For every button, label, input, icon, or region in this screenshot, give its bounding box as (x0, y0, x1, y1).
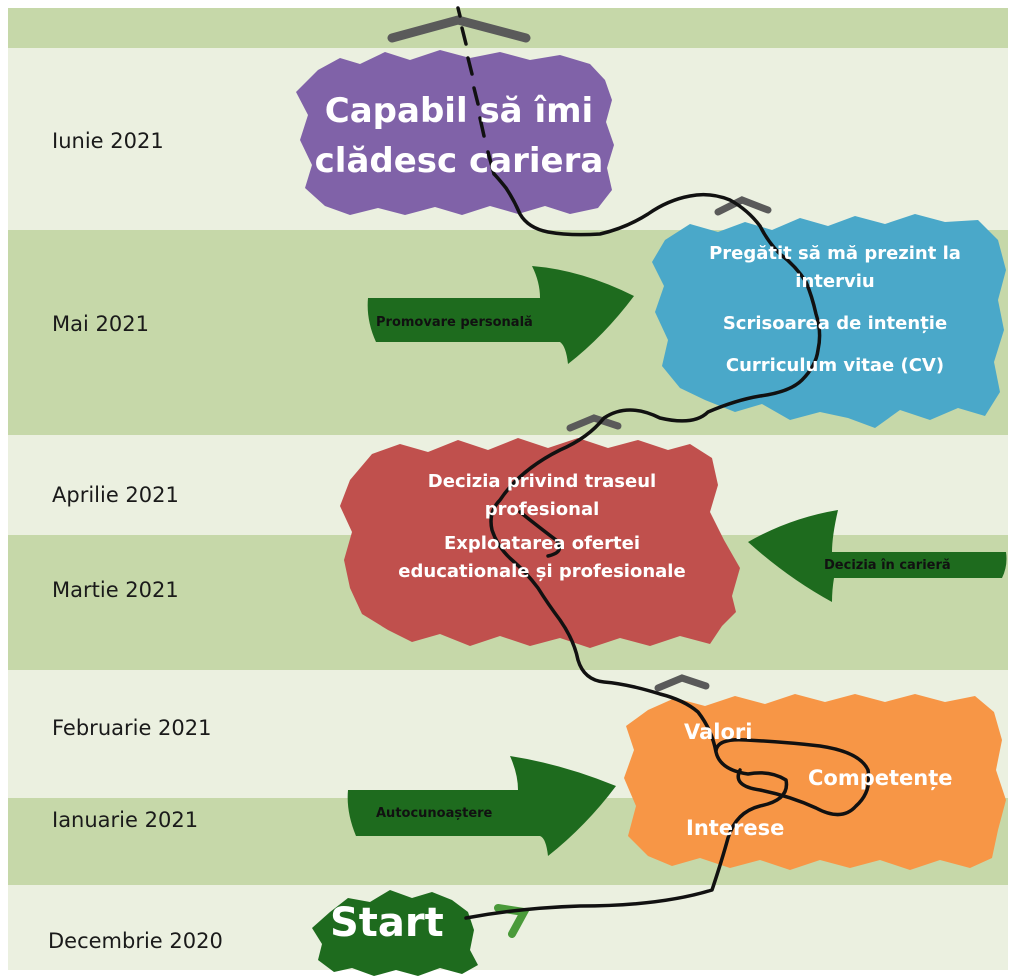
goal-text: Capabil să îmi clădesc cariera (300, 86, 618, 186)
goal-line2: clădesc cariera (314, 141, 604, 181)
month-mai: Mai 2021 (52, 312, 149, 336)
band-top (8, 8, 1008, 48)
month-martie: Martie 2021 (52, 578, 179, 602)
chevron-start (494, 904, 531, 938)
promotion-text: Pregătit să mă prezint la interviu Scris… (670, 240, 1000, 380)
promotion-line1: Pregătit să mă prezint la (709, 243, 961, 264)
decizia-arrow (748, 510, 1007, 602)
band-decembrie (8, 885, 1008, 970)
decision-line2: profesional (484, 499, 600, 520)
valori-label: Valori (684, 720, 753, 744)
decision-blob (340, 438, 740, 648)
decision-text: Decizia privind traseul profesional Expl… (356, 468, 728, 586)
month-ianuarie: Ianuarie 2021 (52, 808, 199, 832)
month-decembrie: Decembrie 2020 (48, 929, 223, 953)
promovare-arrow (367, 266, 634, 364)
decision-line4: educationale și profesionale (398, 561, 686, 582)
month-aprilie: Aprilie 2021 (52, 483, 179, 507)
chevron-red (566, 414, 622, 432)
start-label: Start (330, 900, 444, 946)
autocunoastere-arrow (347, 756, 616, 856)
interese-label: Interese (686, 816, 785, 840)
month-februarie: Februarie 2021 (52, 716, 212, 740)
promotion-line4: Curriculum vitae (CV) (725, 355, 945, 376)
decizia-arrow-label: Decizia în carieră (824, 558, 951, 573)
chevron-orange (654, 674, 710, 692)
career-path-line (456, 6, 871, 920)
chevron-blue (714, 196, 772, 216)
promovare-arrow-label: Promovare personală (376, 315, 533, 330)
competente-label: Competențe (808, 766, 953, 790)
goal-line1: Capabil să îmi (324, 91, 594, 131)
self-knowledge-blob (624, 694, 1006, 870)
autocunoastere-arrow-label: Autocunoaștere (376, 806, 493, 821)
promotion-line3: Scrisoarea de intenție (722, 313, 948, 334)
promotion-blob (652, 214, 1006, 428)
promotion-line2: interviu (795, 271, 875, 292)
start-blob (312, 890, 478, 976)
month-iunie: Iunie 2021 (52, 129, 164, 153)
goal-blob (296, 50, 614, 215)
chevron-top (387, 15, 531, 43)
decision-line3: Exploatarea ofertei (444, 533, 640, 554)
decision-line1: Decizia privind traseul (427, 471, 657, 492)
